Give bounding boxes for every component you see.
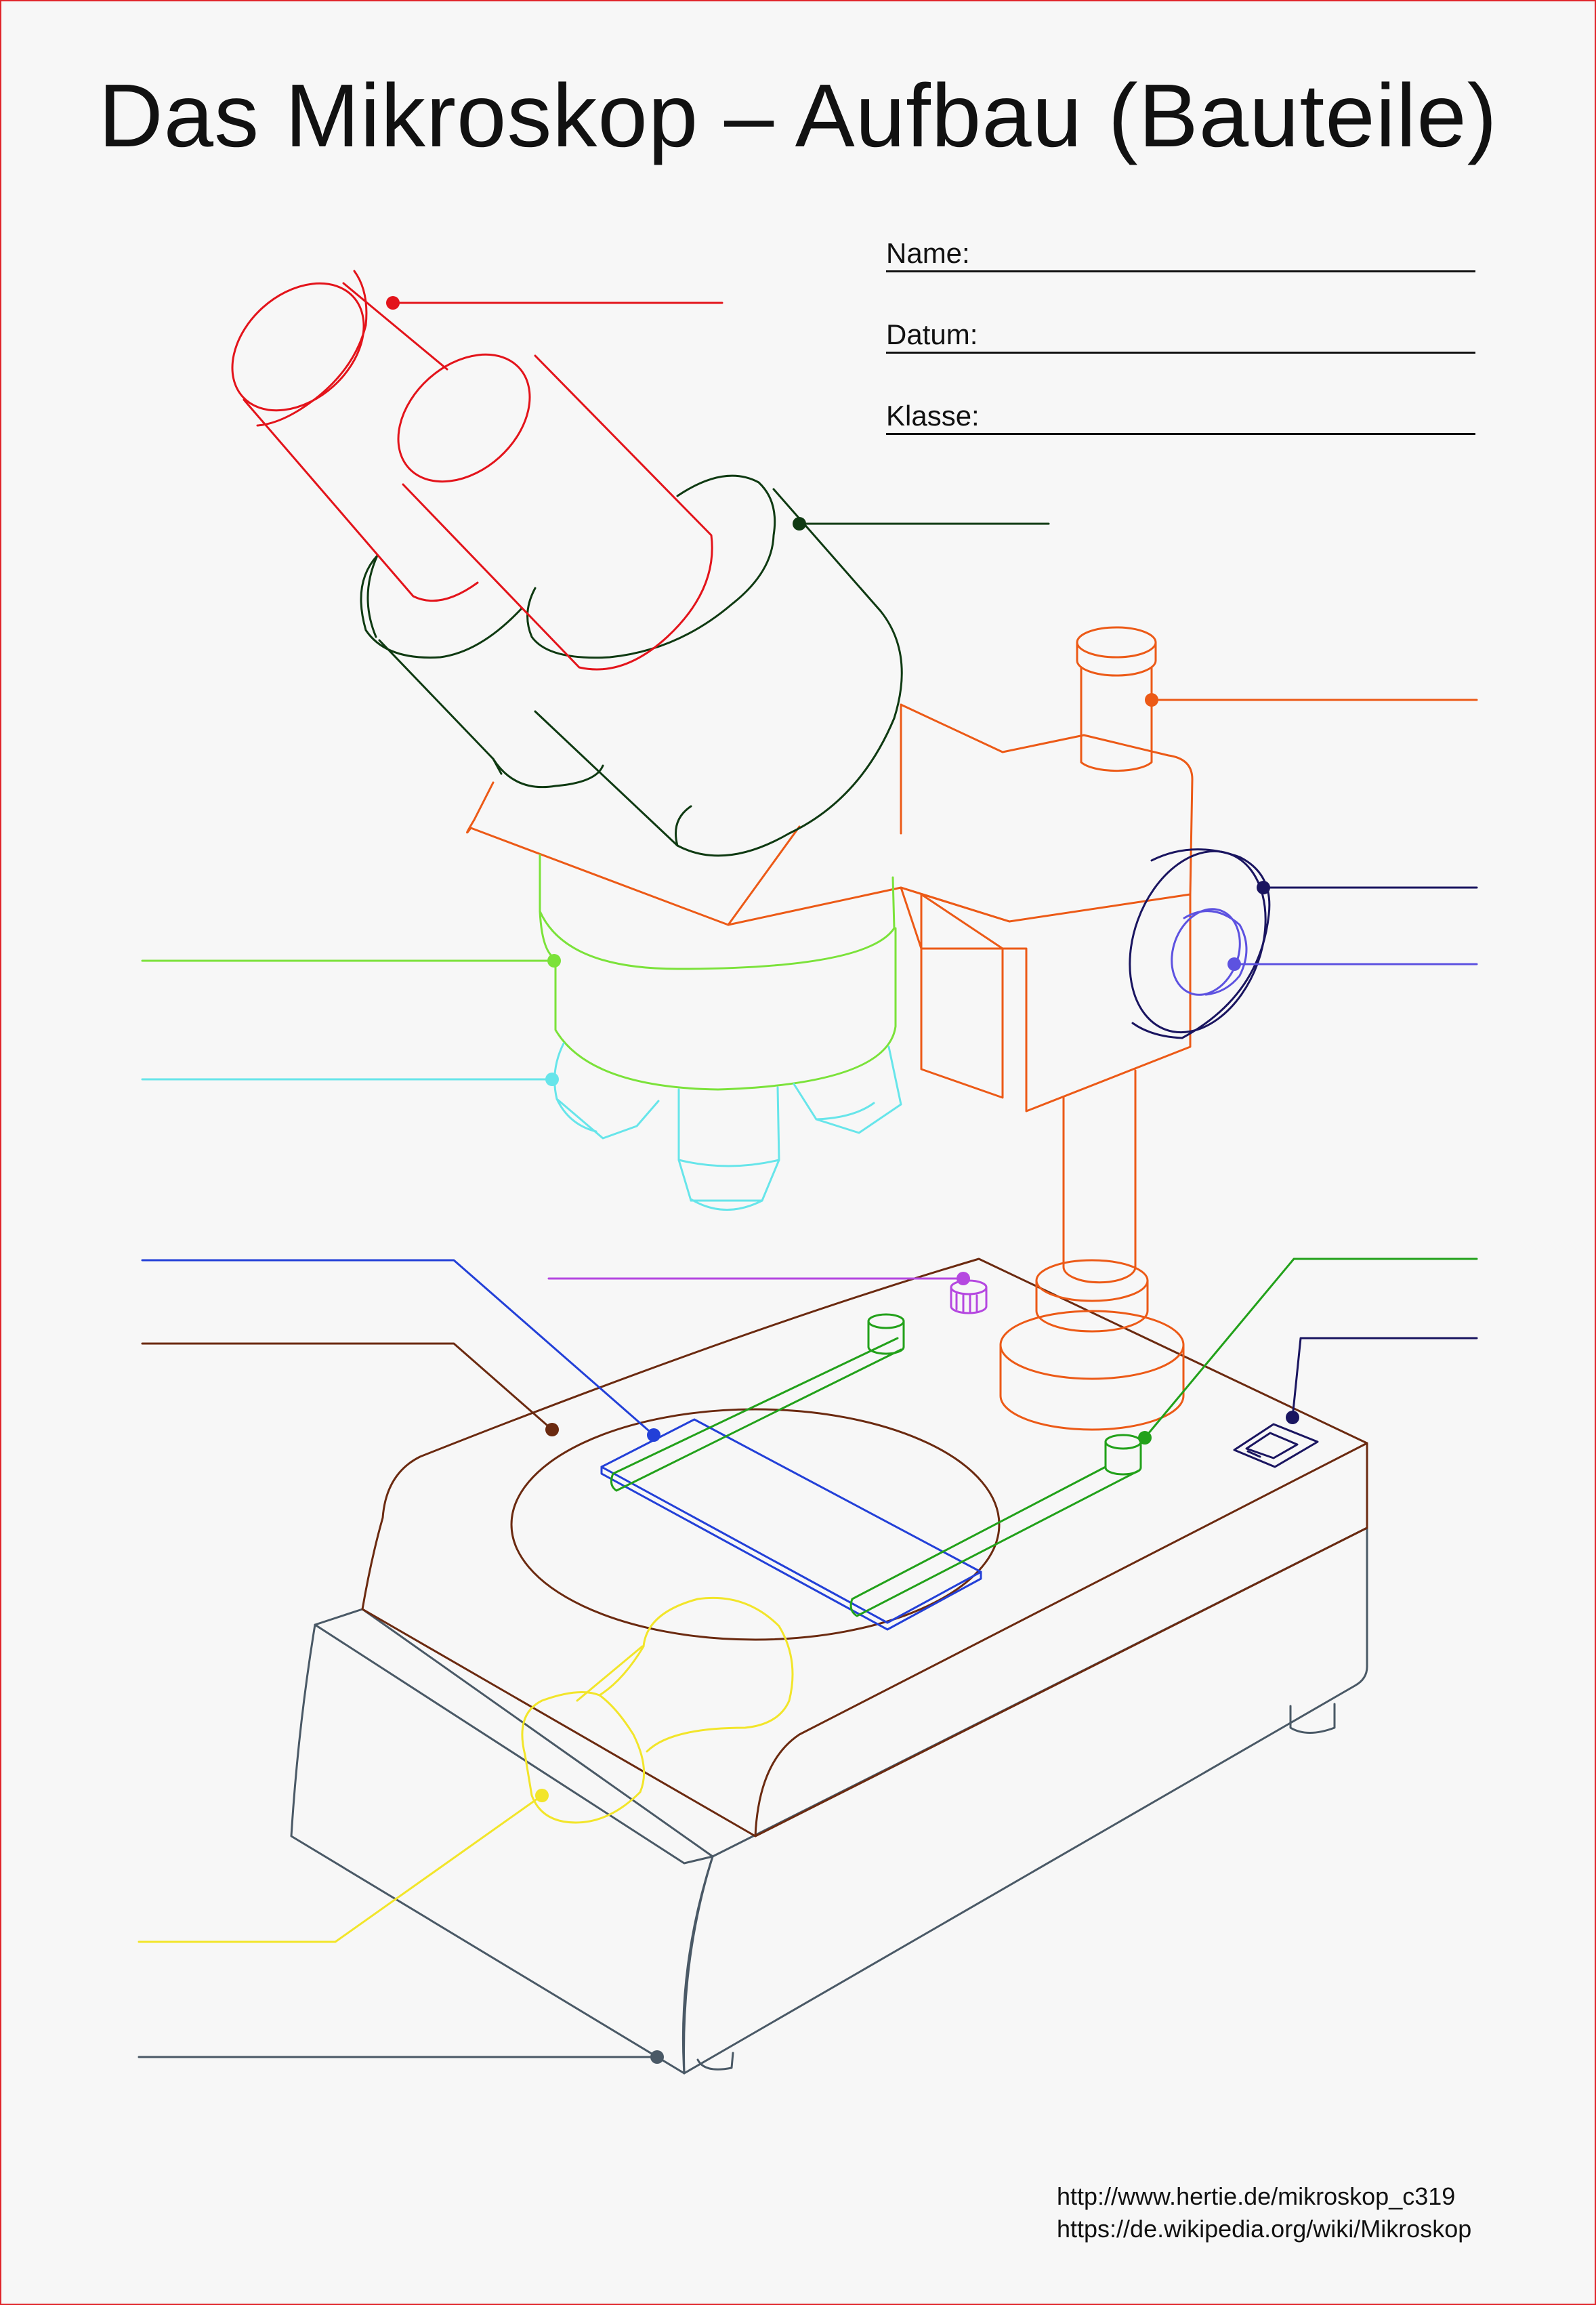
dot-lamp	[535, 1789, 549, 1802]
date-label: Datum:	[886, 318, 978, 350]
source-link[interactable]: https://de.wikipedia.org/wiki/Mikroskop	[1057, 2215, 1472, 2243]
binocular-tube	[360, 474, 1050, 857]
class-label: Klasse:	[886, 400, 980, 432]
dot-stand	[1145, 693, 1158, 707]
dot-clips	[1138, 1431, 1152, 1445]
revolver	[141, 854, 897, 1091]
dot-stage	[545, 1423, 559, 1436]
dot-slide	[647, 1428, 660, 1442]
stand-arm	[466, 626, 1478, 1431]
dot-tube	[793, 517, 806, 531]
power-switch	[1233, 1337, 1478, 1468]
date-field[interactable]: Datum:	[886, 313, 1475, 354]
stage-clips	[610, 1258, 1478, 1617]
objectives	[141, 1042, 902, 1211]
dot-eyepiece	[386, 296, 400, 310]
name-label: Name:	[886, 237, 970, 269]
dot-coarse-focus	[1257, 881, 1270, 894]
date-line	[886, 352, 1475, 354]
name-field[interactable]: Name:	[886, 232, 1475, 272]
dot-aperture	[957, 1272, 970, 1285]
source-list: http://www.hertie.de/mikroskop_c319 http…	[1057, 2180, 1471, 2245]
stage	[361, 1258, 1368, 1837]
fine-focus-knob	[1171, 908, 1478, 996]
page-title: Das Mikroskop – Aufbau (Bauteile)	[98, 66, 1498, 165]
object-slide	[141, 1259, 982, 1631]
lamp	[138, 1596, 794, 1943]
dot-fine-focus	[1227, 957, 1241, 971]
name-line	[886, 270, 1475, 272]
eyepieces	[231, 270, 723, 671]
dot-switch	[1286, 1411, 1299, 1424]
dot-base	[650, 2050, 664, 2064]
coarse-focus-knob	[1129, 848, 1478, 1039]
pointer-dots	[386, 296, 1299, 2064]
class-field[interactable]: Klasse:	[886, 394, 1475, 435]
aperture-knob	[547, 1277, 988, 1314]
stage-pointer	[141, 1342, 553, 1431]
class-line	[886, 433, 1475, 435]
dot-objectives	[545, 1073, 559, 1086]
dot-revolver	[547, 954, 561, 968]
source-link[interactable]: http://www.hertie.de/mikroskop_c319	[1057, 2182, 1456, 2210]
